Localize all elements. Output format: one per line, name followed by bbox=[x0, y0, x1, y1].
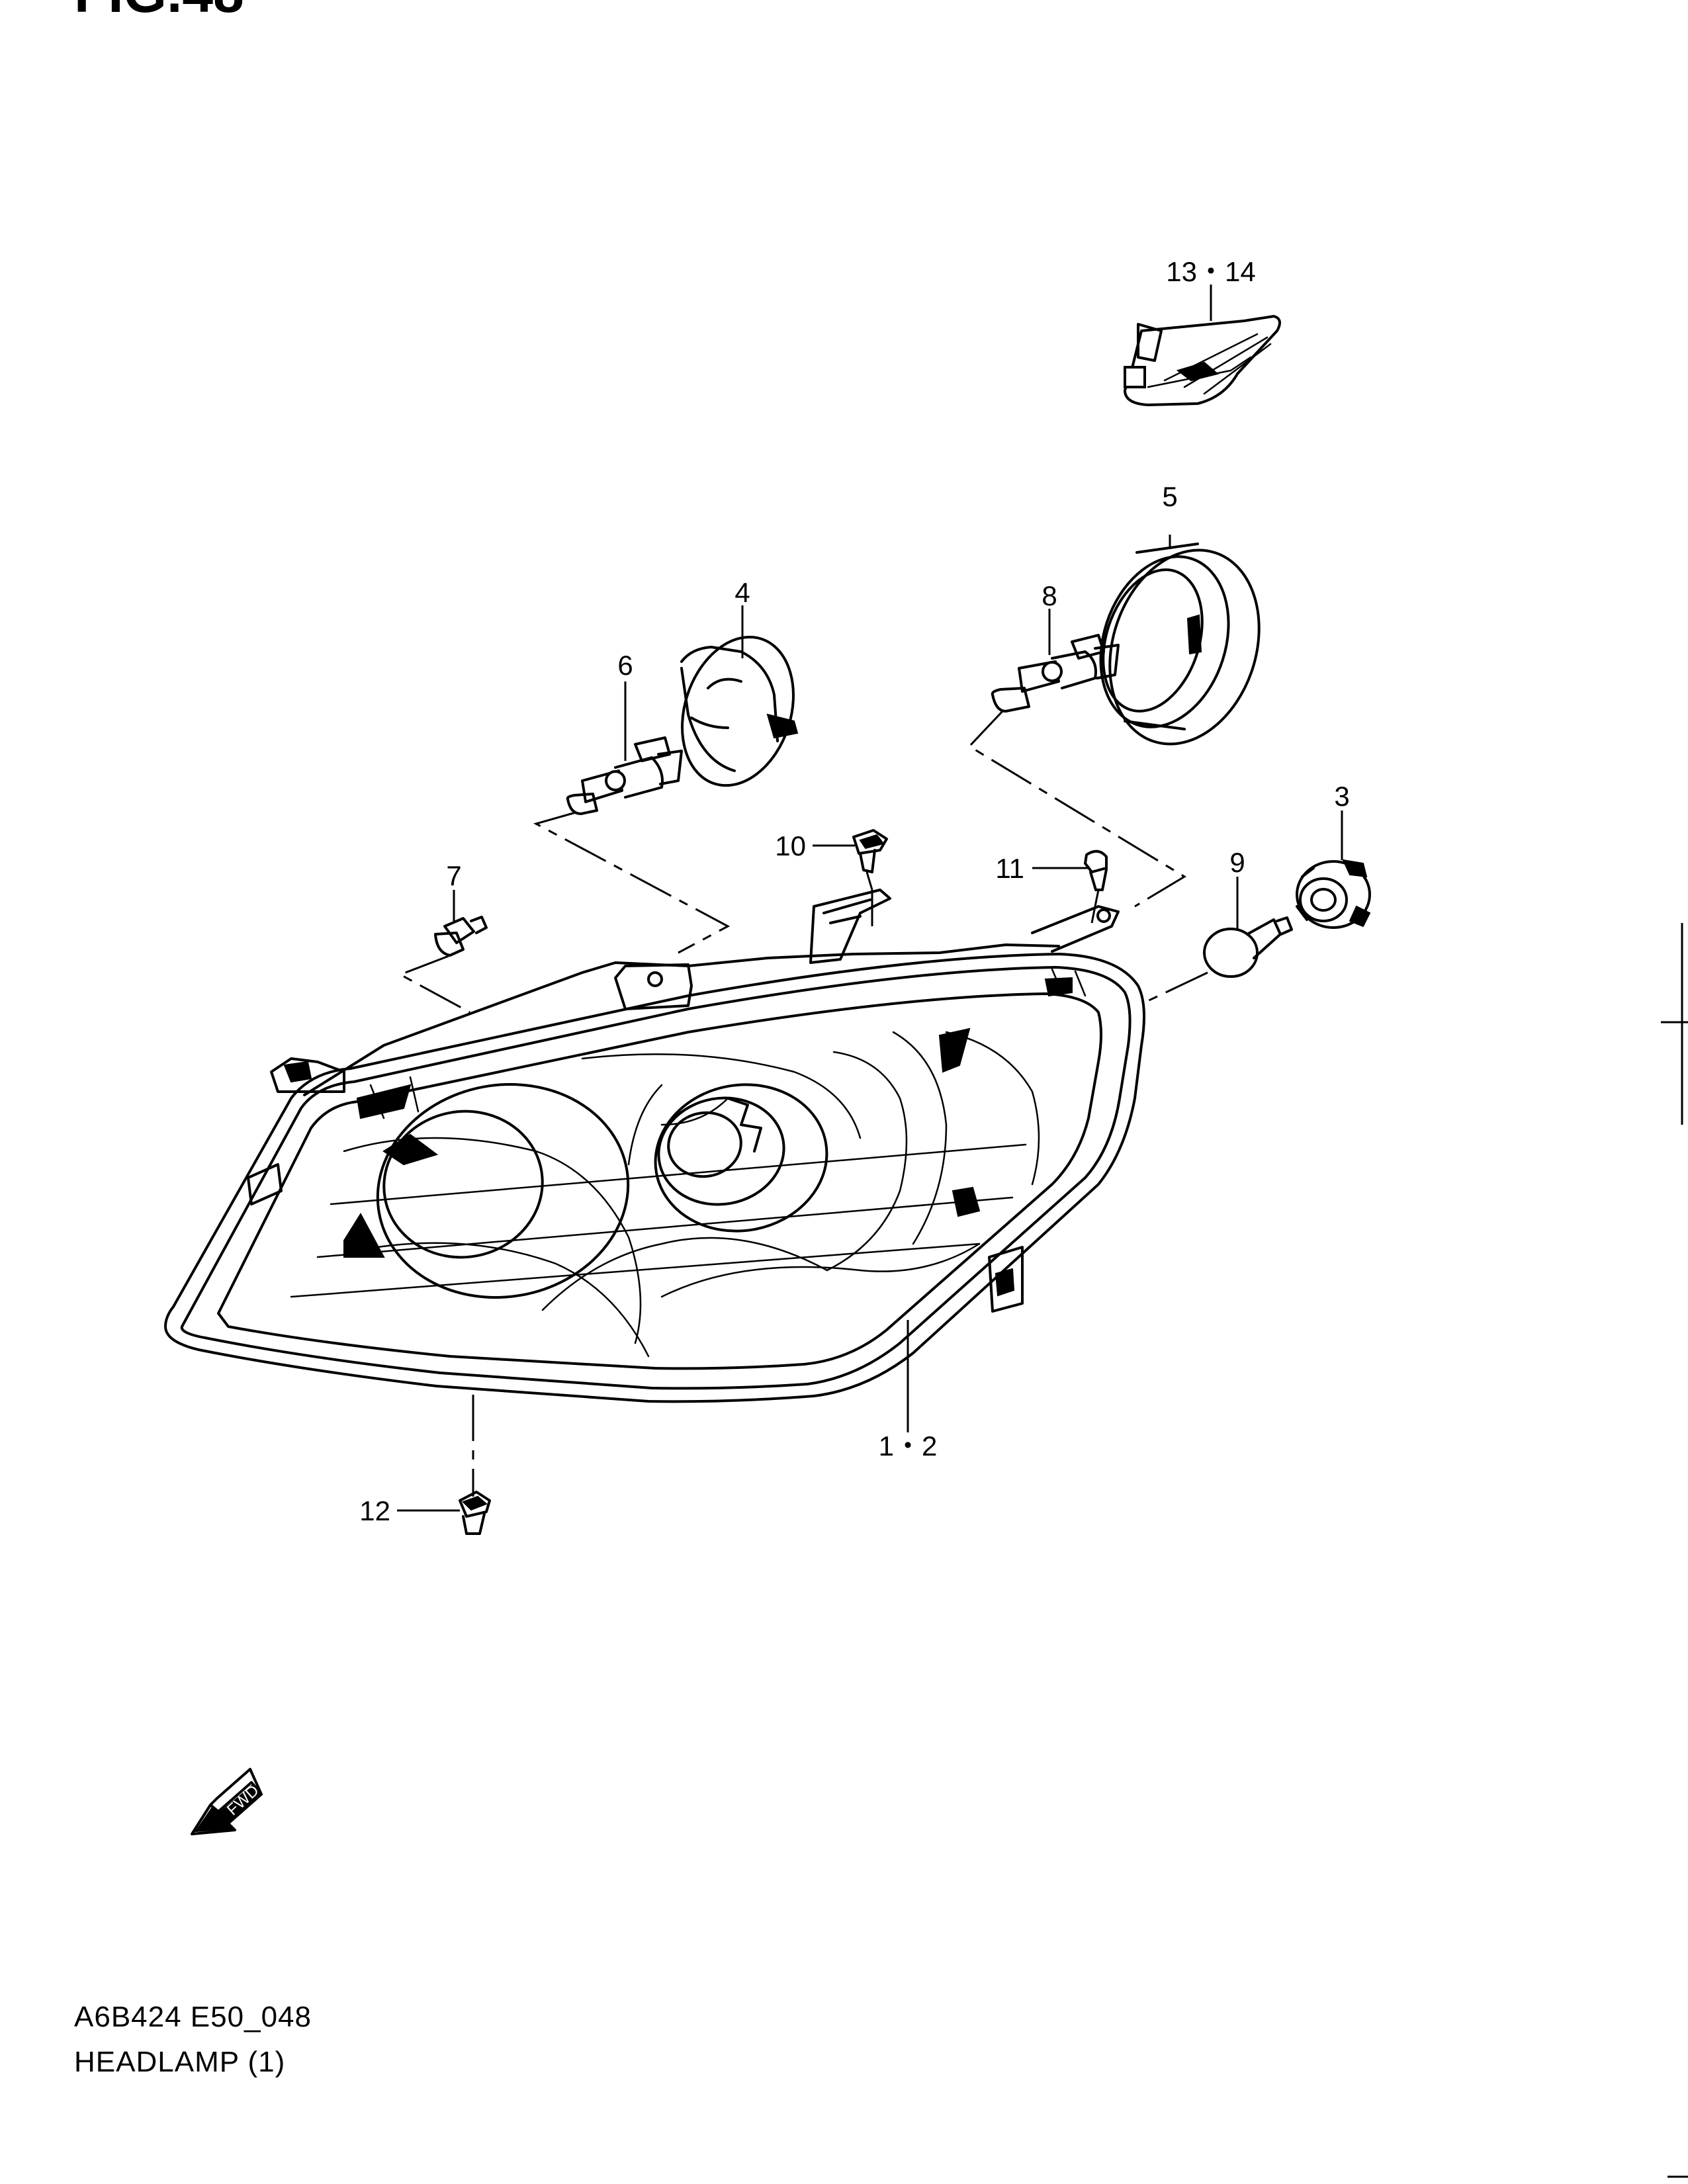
wedge-bulb bbox=[434, 916, 488, 957]
diagram-caption: HEADLAMP (1) bbox=[74, 2046, 286, 2078]
callout-11: 11 bbox=[995, 853, 1024, 884]
callout-9: 9 bbox=[1229, 847, 1245, 878]
screw bbox=[459, 1491, 491, 1535]
signal-bulb bbox=[1203, 916, 1293, 978]
callout-13-14: 13・14 bbox=[1166, 256, 1255, 287]
routing-lines bbox=[398, 710, 1208, 1497]
drawing-code: A6B424 E50_048 bbox=[74, 2001, 312, 2033]
callout-1-2: 1・2 bbox=[879, 1430, 938, 1462]
headlamp-assembly bbox=[164, 889, 1145, 1403]
bulb-shield bbox=[680, 635, 799, 787]
clip bbox=[1084, 850, 1108, 891]
callout-12: 12 bbox=[359, 1495, 390, 1526]
side-marker-lamp bbox=[1124, 315, 1281, 406]
callout-6: 6 bbox=[617, 650, 633, 681]
callout-5: 5 bbox=[1162, 481, 1177, 512]
bolt bbox=[852, 829, 888, 873]
callout-3: 3 bbox=[1334, 781, 1349, 812]
callout-4: 4 bbox=[734, 577, 750, 608]
bulb-socket bbox=[1296, 859, 1371, 929]
bulb-h7-high bbox=[566, 736, 683, 815]
callout-10: 10 bbox=[775, 830, 806, 861]
registration-marks bbox=[1661, 923, 1688, 2178]
leader-lines bbox=[397, 284, 1343, 1512]
reflector-ring bbox=[1099, 543, 1261, 746]
fwd-arrow-icon: FWD bbox=[191, 1768, 263, 1835]
figure-title: FIG.48 bbox=[74, 0, 244, 24]
callout-7: 7 bbox=[446, 860, 461, 891]
callout-8: 8 bbox=[1042, 580, 1057, 611]
bulb-h7-low bbox=[991, 634, 1120, 713]
